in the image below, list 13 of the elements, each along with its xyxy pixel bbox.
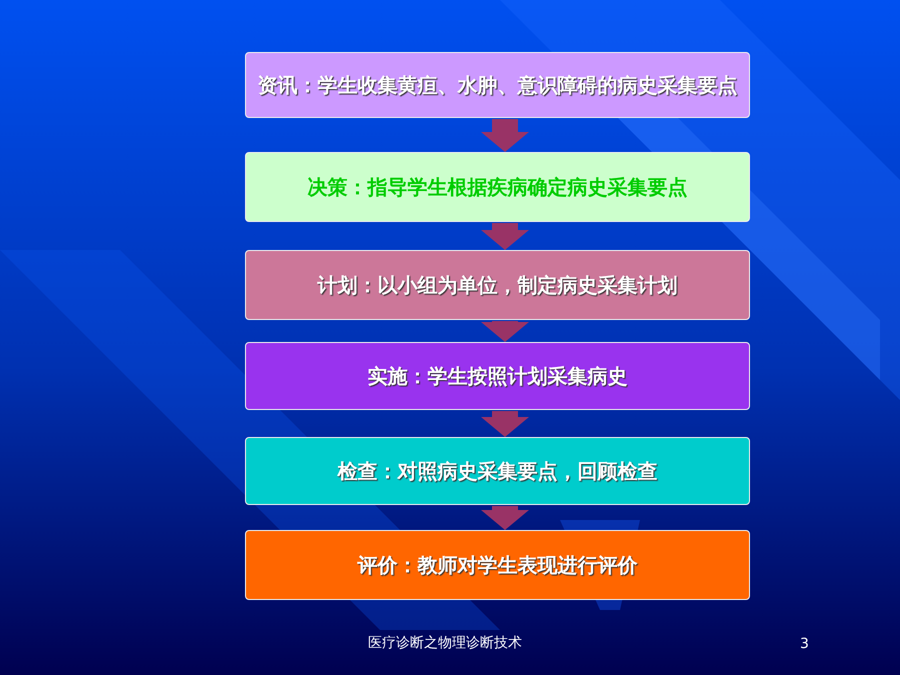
block-arrow <box>481 223 529 250</box>
scroll-banner: 资讯：学生收集黄疸、水肿、意识障碍的病史采集要点 <box>245 52 750 118</box>
block-arrow <box>481 119 529 152</box>
scroll-banner: 决策：指导学生根据疾病确定病史采集要点 <box>245 152 750 222</box>
scroll-banner: 计划：以小组为单位，制定病史采集计划 <box>245 250 750 320</box>
footer-text: 医疗诊断之物理诊断技术 <box>368 634 522 652</box>
scroll-banner: 评价：教师对学生表现进行评价 <box>245 530 750 600</box>
scroll-banner: 实施：学生按照计划采集病史 <box>245 342 750 410</box>
page-number: 3 <box>800 636 809 652</box>
scroll-banner: 检查：对照病史采集要点，回顾检查 <box>245 437 750 505</box>
block-arrow <box>481 411 529 437</box>
block-arrow <box>481 506 529 530</box>
block-arrow <box>481 321 529 342</box>
